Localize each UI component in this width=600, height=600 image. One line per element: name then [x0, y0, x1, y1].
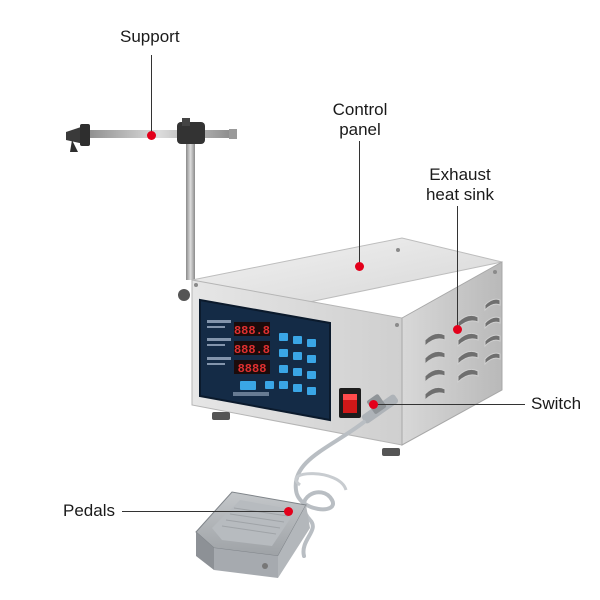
support-arm	[66, 118, 237, 301]
exhaust-leader-line	[457, 206, 458, 329]
control-panel-marker	[355, 262, 364, 271]
control-panel-label: Control panel	[322, 100, 398, 140]
support-label: Support	[120, 27, 180, 46]
control-panel-display: 888.8 888.8 8888	[199, 298, 331, 422]
switch-leader-line	[374, 404, 525, 405]
support-marker	[147, 131, 156, 140]
display-row-2: 888.8	[234, 343, 270, 357]
display-row-1: 888.8	[234, 324, 270, 338]
control-panel-label-line2: panel	[339, 120, 381, 139]
switch-label: Switch	[531, 394, 582, 413]
control-panel-leader-line	[359, 141, 360, 265]
display-row-3: 8888	[238, 362, 267, 376]
heat-sink-vents	[424, 298, 501, 402]
exhaust-heat-sink-label: Exhaust heat sink	[418, 165, 502, 205]
switch-marker	[369, 400, 378, 409]
support-leader-line	[151, 55, 152, 135]
keypad	[240, 333, 316, 395]
pedals-label: Pedals	[63, 501, 115, 520]
pedals-marker	[284, 507, 293, 516]
pedals-leader-line	[122, 511, 289, 512]
power-switch	[339, 388, 361, 418]
exhaust-marker	[453, 325, 462, 334]
exhaust-label-line1: Exhaust	[429, 165, 491, 184]
exhaust-label-line2: heat sink	[425, 185, 495, 204]
foot-pedal	[195, 491, 310, 578]
control-panel-label-line1: Control	[332, 100, 388, 119]
